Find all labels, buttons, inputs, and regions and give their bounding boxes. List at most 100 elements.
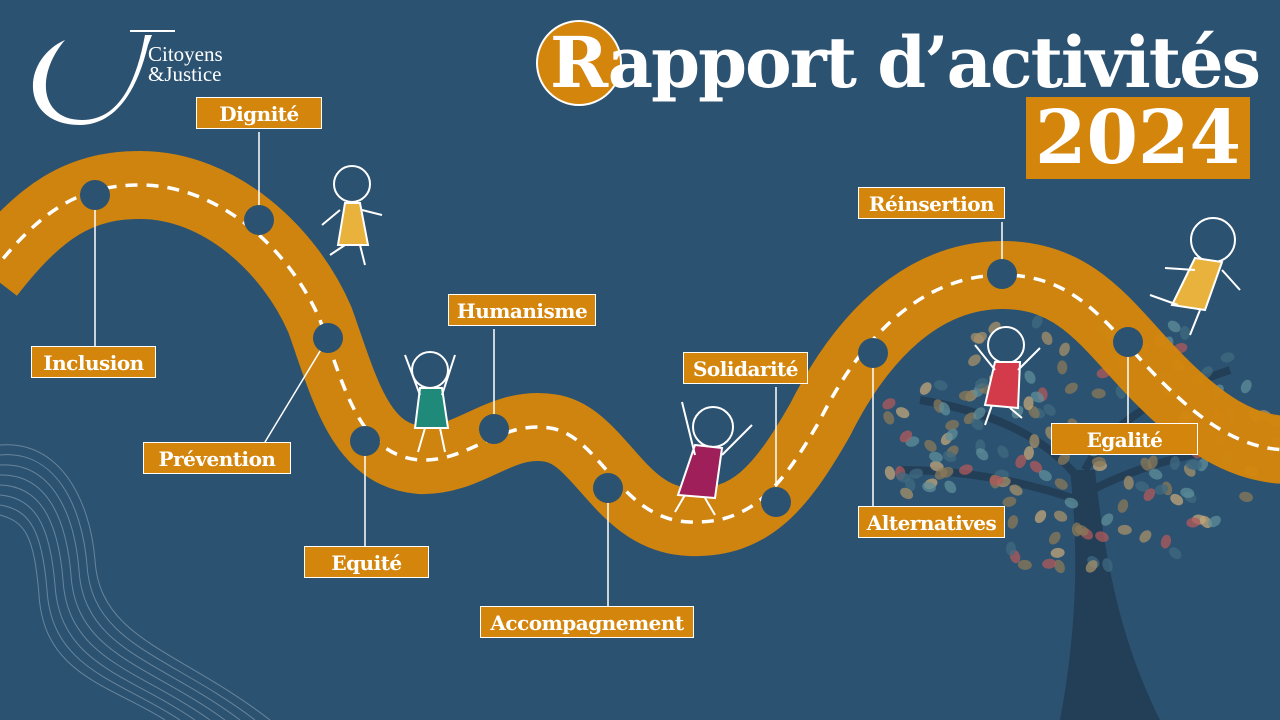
- title-circle-decoration: [536, 20, 622, 106]
- tree-leaf: [1023, 396, 1034, 411]
- milestone-label-dignite: Dignité: [196, 97, 322, 129]
- tree-leaf: [945, 419, 959, 431]
- page-title: Rapport d’activités: [550, 21, 1261, 104]
- tree-leaf: [1085, 560, 1098, 573]
- tree-leaf: [1057, 452, 1070, 466]
- tree-leaf: [968, 354, 981, 367]
- tree-leaf: [1169, 547, 1182, 560]
- tree-leaf: [1009, 484, 1023, 496]
- milestone-label-inclusion: Inclusion: [31, 346, 156, 378]
- tree-leaf: [1031, 315, 1043, 329]
- logo-mark: [32, 30, 175, 125]
- tree-leaf: [939, 402, 951, 416]
- tree-leaf: [973, 407, 986, 420]
- tree-leaf: [943, 451, 957, 463]
- tree-leaf: [899, 430, 913, 443]
- figure-yellow-2: [1149, 217, 1241, 336]
- tree-leaf: [1154, 484, 1169, 495]
- tree-leaf: [1015, 454, 1027, 469]
- tree-leaf: [1011, 405, 1024, 419]
- tree-leaf: [1024, 370, 1036, 384]
- node-egalite: [1113, 327, 1143, 357]
- tree-leaf: [970, 332, 985, 344]
- figures: [321, 165, 1241, 516]
- tree-leaf: [1167, 320, 1181, 333]
- tree-leaf: [1179, 325, 1190, 340]
- figure-magenta: [674, 401, 753, 516]
- tree-leaf: [1139, 530, 1152, 543]
- tree-leaf: [934, 467, 948, 480]
- tree-leaf: [1075, 525, 1089, 536]
- figure-red: [974, 326, 1041, 426]
- tree-leaf: [1186, 517, 1201, 528]
- node-equite: [350, 426, 380, 456]
- milestone-label-accompagnement: Accompagnement: [480, 606, 694, 638]
- tree-leaf: [1101, 513, 1114, 526]
- tree-leaf: [958, 390, 973, 401]
- tree-leaf: [1034, 510, 1047, 524]
- tree-leaf: [1041, 331, 1053, 345]
- tree-leaf: [1117, 524, 1132, 535]
- logo-line-2: &Justice: [148, 62, 222, 86]
- tree-leaf: [1143, 488, 1156, 501]
- tree-leaf: [1135, 481, 1149, 492]
- tree-leaf: [1180, 487, 1195, 498]
- tree-leaf: [959, 464, 973, 475]
- tree-leaf: [1239, 491, 1254, 502]
- node-humanisme: [479, 414, 509, 444]
- tree-leaf: [1042, 558, 1057, 569]
- tree-leaf: [1002, 496, 1017, 507]
- tree-leaf: [896, 472, 911, 483]
- tree-leaf: [1050, 547, 1065, 558]
- contour-lines-decoration: [0, 444, 271, 720]
- tree-leaf: [1095, 531, 1109, 543]
- tree-leaf: [1029, 460, 1043, 473]
- tree-leaf: [1064, 382, 1078, 394]
- tree-leaf: [1030, 391, 1045, 403]
- tree-leaf: [970, 418, 984, 431]
- tree-leaf: [1123, 475, 1134, 490]
- tree-leaf: [933, 380, 948, 391]
- tree-leaf: [1240, 379, 1252, 394]
- node-solidarite: [761, 487, 791, 517]
- milestone-label-reinsertion: Réinsertion: [858, 187, 1005, 219]
- tree-leaf: [974, 378, 989, 389]
- tree-leaf: [1029, 434, 1040, 449]
- tree-leaf: [1117, 499, 1129, 513]
- tree-leaf: [1023, 446, 1034, 461]
- tree-leaf: [1091, 456, 1106, 467]
- figure-yellow-1: [321, 165, 383, 266]
- tree-leaf: [944, 480, 957, 494]
- tree-leaf: [1169, 456, 1180, 470]
- tree-leaf: [1054, 478, 1068, 490]
- tree-leaf: [1170, 493, 1184, 506]
- tree-leaf: [1005, 541, 1016, 556]
- milestone-label-humanisme: Humanisme: [448, 294, 596, 326]
- tree-leaf: [976, 448, 989, 461]
- report-year: 2024: [1026, 97, 1250, 179]
- tree-leaf: [1048, 531, 1061, 545]
- milestone-label-prevention: Prévention: [143, 442, 291, 474]
- tree-leaf: [884, 466, 896, 480]
- node-accompagnement: [593, 473, 623, 503]
- node-prevention: [313, 323, 343, 353]
- tree-leaf: [1053, 510, 1068, 522]
- tree-leaf: [945, 428, 958, 441]
- tree-leaf: [1220, 352, 1235, 363]
- tree-leaf: [1091, 388, 1106, 399]
- tree-leaf: [997, 445, 1009, 459]
- tree-leaf: [919, 382, 932, 395]
- tree-leaf: [900, 487, 914, 500]
- logo-line-1: Citoyens: [148, 42, 223, 66]
- tree-leaf: [1160, 534, 1172, 549]
- tree-leaf: [1038, 469, 1052, 482]
- tree-leaf: [989, 475, 1004, 486]
- tree-leaf: [922, 481, 936, 493]
- tree-leaf: [1043, 403, 1056, 416]
- node-inclusion: [80, 180, 110, 210]
- tree-leaf: [1102, 558, 1113, 572]
- tree-leaf: [1185, 459, 1200, 470]
- tree-leaf: [1147, 455, 1158, 470]
- tree-leaf: [929, 451, 943, 463]
